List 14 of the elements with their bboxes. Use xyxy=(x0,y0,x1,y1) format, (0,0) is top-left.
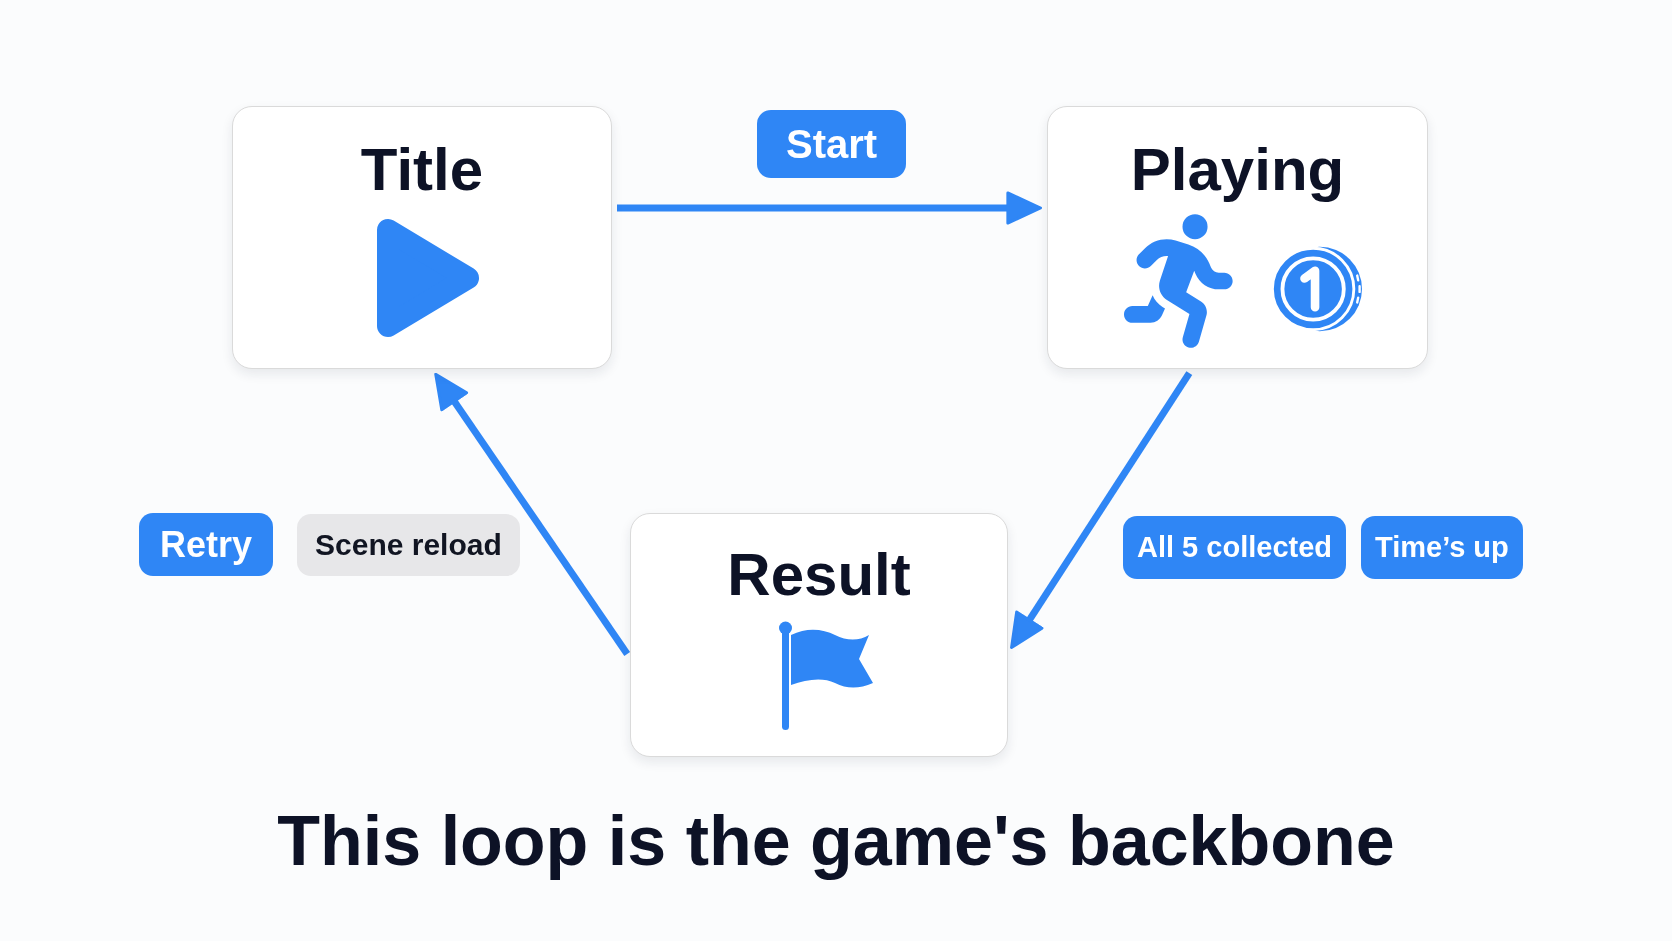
event-tag: Retry xyxy=(139,513,274,576)
state-title: Playing xyxy=(1130,135,1345,204)
state-box xyxy=(1047,106,1428,369)
caption: This loop is the game's backbone xyxy=(277,801,1395,882)
state-box xyxy=(630,513,1008,757)
event-tag: All 5 collected xyxy=(1123,516,1346,579)
arrow xyxy=(434,372,631,656)
event-tag: Time’s up xyxy=(1361,516,1523,579)
state-title: Title xyxy=(360,135,484,204)
edge-label: Start xyxy=(757,110,907,178)
state-title: Result xyxy=(727,540,911,609)
arrow xyxy=(1010,371,1193,650)
note-tag: Scene reload xyxy=(297,514,520,576)
state-box xyxy=(232,106,612,369)
